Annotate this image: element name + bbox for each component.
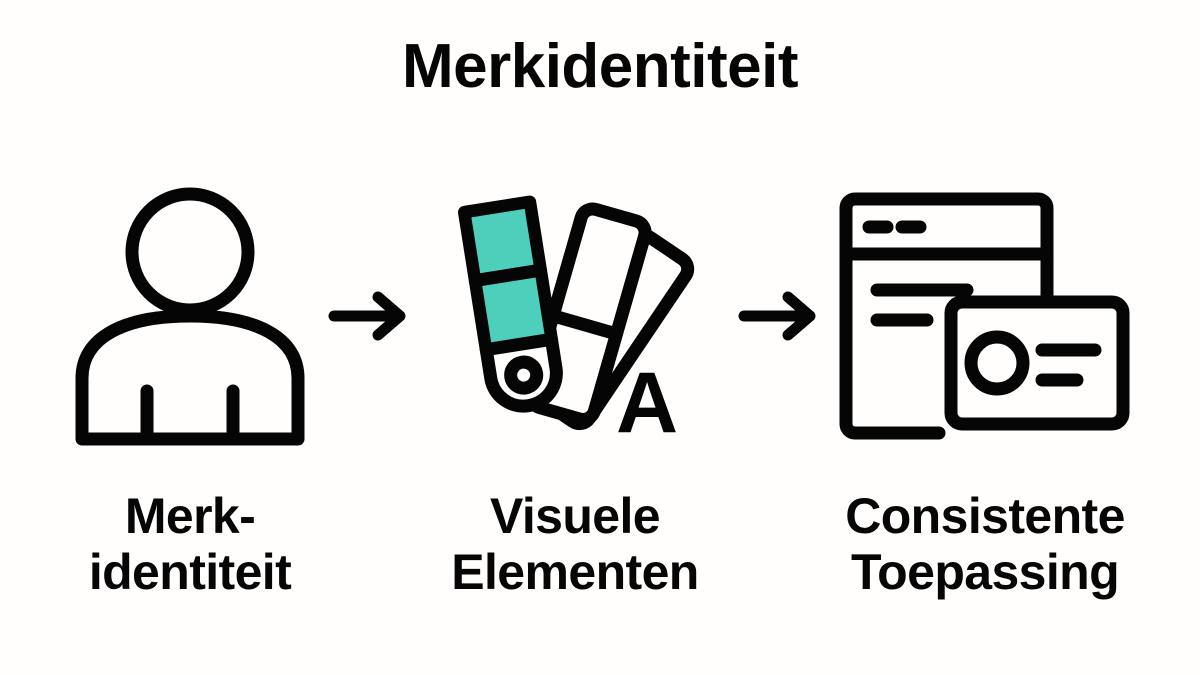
arrow-right-icon bbox=[328, 290, 410, 342]
step-3-icon bbox=[835, 176, 1135, 456]
step-3-label: Consistente Toepassing bbox=[845, 488, 1125, 600]
process-flow: A bbox=[0, 176, 1200, 456]
page-title: Merkidentiteit bbox=[401, 32, 799, 101]
step-1-label: Merk- identiteit bbox=[88, 488, 292, 600]
connector-1 bbox=[315, 176, 425, 456]
connector-2 bbox=[725, 176, 835, 456]
step-1-icon bbox=[65, 176, 315, 456]
browser-window-and-card-icon bbox=[839, 192, 1131, 440]
color-swatch-fan-icon: A bbox=[435, 184, 715, 451]
svg-text:A: A bbox=[616, 355, 678, 451]
step-labels: Merk- identiteit Visuele Elementen Consi… bbox=[0, 488, 1200, 600]
step-2-label: Visuele Elementen bbox=[451, 488, 699, 600]
step-2-icon: A bbox=[425, 176, 725, 456]
person-icon bbox=[75, 186, 305, 446]
arrow-right-icon bbox=[738, 290, 820, 342]
